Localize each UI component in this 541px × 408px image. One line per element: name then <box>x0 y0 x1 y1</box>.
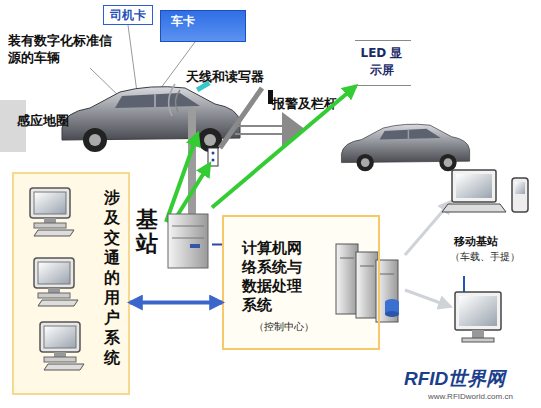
node-text: LED 显示屏 <box>355 45 408 79</box>
connector-arrow <box>212 244 222 246</box>
watermark-url: www.RFIDworld.com.cn <box>428 392 541 401</box>
node-text: 基站 <box>136 208 162 256</box>
led-display: LED 显示屏 <box>355 40 411 86</box>
sensing-coil: 感应地圈 <box>0 108 82 138</box>
watermark: RFID世界网 <box>404 366 541 392</box>
mobile-station-label: 移动基站 <box>454 234 534 249</box>
alarm-label: 报警及栏杆 <box>272 95 372 113</box>
node-text: 司机卡 <box>104 7 151 24</box>
node-text: 车卡 <box>171 13 231 30</box>
node-text: （控制中心） <box>254 320 334 334</box>
node-text: 感应地圈 <box>17 112 82 130</box>
node-text: 计算机网络系统与数据处理系统 <box>242 239 308 315</box>
mobile-station-note: （车载、手提） <box>450 250 540 264</box>
card-box: 车卡 <box>160 10 246 42</box>
vehicle-label: 装有数字化标准信源的车辆 <box>8 32 120 66</box>
connector-arrow <box>130 301 222 305</box>
antenna-label: 天线和读写器 <box>186 68 296 86</box>
node-text: 涉及交通的用户系统 <box>104 188 122 368</box>
card-box: 司机卡 <box>103 5 153 25</box>
base-station: 基站 <box>135 206 212 274</box>
user-system-box: 涉及交通的用户系统 <box>12 172 130 395</box>
control-center-box: 计算机网络系统与数据处理系统 （控制中心） <box>222 215 380 350</box>
